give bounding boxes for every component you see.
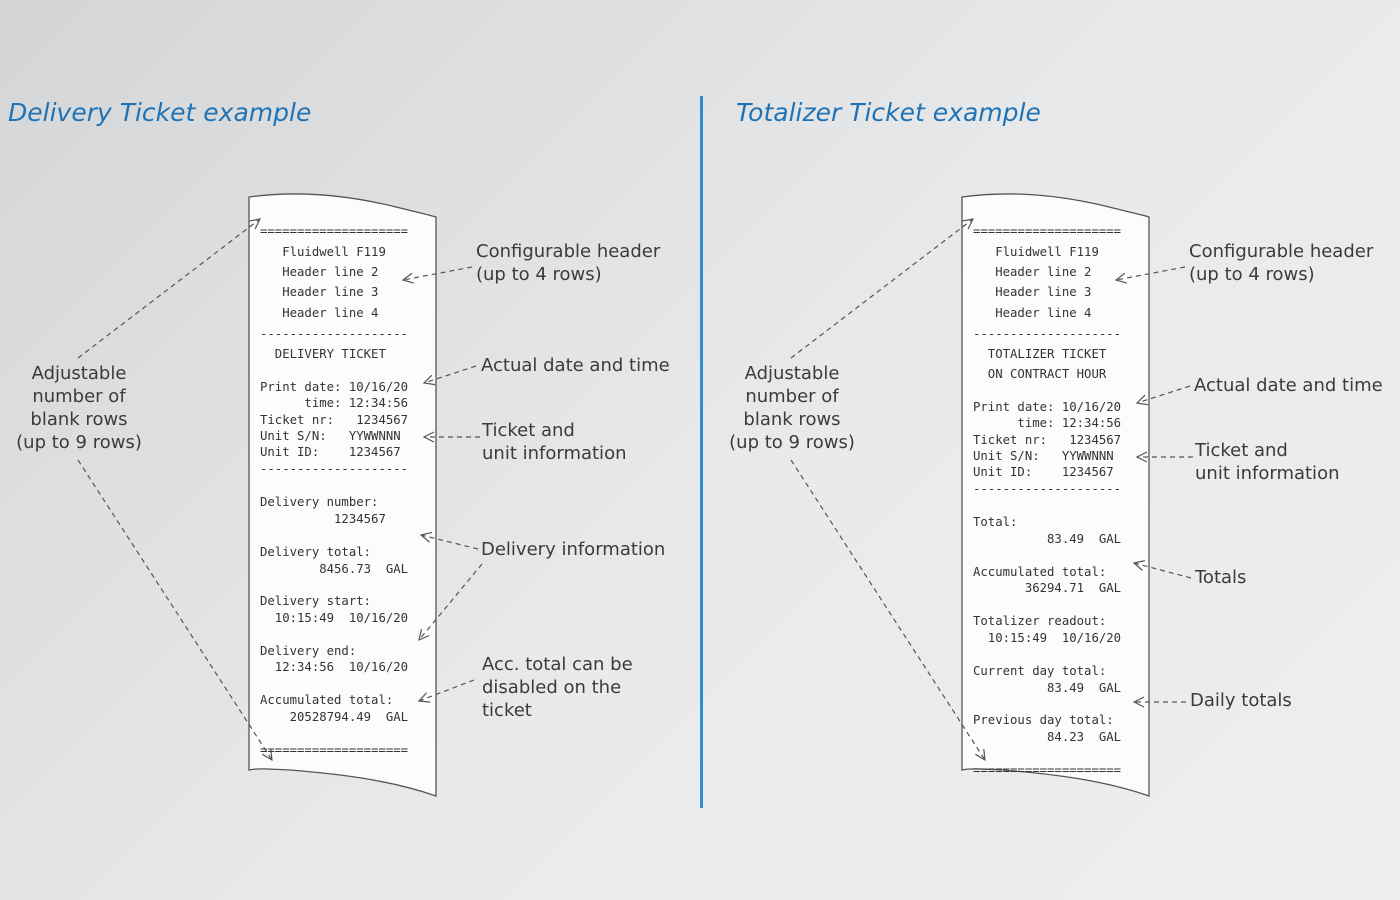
ticket-line: Current day total:: [973, 664, 1107, 678]
ticket-line: Fluidwell F119: [973, 245, 1099, 259]
ticket-line: 12:34:56 10/16/20: [260, 660, 409, 674]
ticket-line: Delivery number:: [260, 495, 379, 509]
ticket-line: DELIVERY TICKET: [260, 347, 386, 361]
ticket-line: Header line 4: [260, 306, 379, 320]
arrow-datetime-right: [1137, 385, 1191, 403]
ticket-line: Ticket nr: 1234567: [260, 413, 409, 427]
callout-daily-totals: Daily totals: [1190, 690, 1292, 711]
ticket-line: Delivery start:: [260, 594, 372, 608]
arrow-delivery-info-left-1: [421, 535, 479, 550]
ticket-line: Unit ID: 1234567: [973, 465, 1114, 479]
ticket-line: Header line 3: [260, 285, 379, 299]
arrow-header-left: [403, 266, 473, 280]
ticket-line: time: 12:34:56: [973, 416, 1122, 430]
arrow-blank-rows-top-left: [77, 219, 260, 359]
totalizer-ticket-paper: [961, 193, 1150, 797]
callout-delivery-info: Delivery information: [481, 539, 666, 560]
callout-configurable-header: Configurable header (up to 4 rows): [1189, 241, 1374, 285]
ticket-line: ====================: [973, 763, 1122, 777]
callout-blank-rows: Adjustable number of blank rows (up to 9…: [729, 363, 855, 453]
ticket-line: ON CONTRACT HOUR: [973, 367, 1107, 381]
ticket-line: Total:: [973, 515, 1018, 529]
ticket-line: Accumulated total:: [973, 565, 1107, 579]
ticket-line: ====================: [260, 743, 409, 757]
arrow-totals-right: [1134, 563, 1192, 579]
callout-ticket-unit-info: Ticket and unit information: [482, 420, 627, 464]
ticket-line: ====================: [973, 224, 1122, 238]
arrow-acc-total-left: [419, 679, 475, 701]
ticket-line: Print date: 10/16/20: [973, 400, 1122, 414]
callout-ticket-unit-info: Ticket and unit information: [1195, 440, 1340, 484]
totalizer-ticket-title: Totalizer Ticket example: [736, 98, 1041, 127]
ticket-line: Accumulated total:: [260, 693, 394, 707]
arrow-blank-rows-bottom-right: [790, 459, 985, 760]
ticket-line: Header line 2: [260, 265, 379, 279]
ticket-line: Print date: 10/16/20: [260, 380, 409, 394]
arrow-header-right: [1116, 266, 1186, 280]
arrow-blank-rows-bottom-left: [77, 459, 272, 760]
arrow-blank-rows-top-right: [790, 219, 973, 359]
ticket-line: ====================: [260, 224, 409, 238]
ticket-line: Totalizer readout:: [973, 614, 1107, 628]
ticket-line: Fluidwell F119: [260, 245, 386, 259]
ticket-line: 8456.73 GAL: [260, 562, 409, 576]
callout-acc-total: Acc. total can be disabled on the ticket: [482, 654, 633, 721]
arrow-delivery-info-left-2: [419, 563, 483, 640]
ticket-line: --------------------: [260, 462, 409, 476]
callout-blank-rows: Adjustable number of blank rows (up to 9…: [16, 363, 142, 453]
delivery-ticket-title: Delivery Ticket example: [8, 98, 312, 127]
ticket-line: Delivery total:: [260, 545, 372, 559]
ticket-line: 20528794.49 GAL: [260, 710, 409, 724]
ticket-line: 36294.71 GAL: [973, 581, 1122, 595]
ticket-line: 10:15:49 10/16/20: [973, 631, 1122, 645]
ticket-line: --------------------: [973, 482, 1122, 496]
callout-date-time: Actual date and time: [1194, 375, 1383, 396]
callout-totals: Totals: [1195, 567, 1247, 588]
ticket-line: TOTALIZER TICKET: [973, 347, 1107, 361]
ticket-line: 10:15:49 10/16/20: [260, 611, 409, 625]
ticket-line: time: 12:34:56: [260, 396, 409, 410]
ticket-line: --------------------: [973, 327, 1122, 341]
ticket-line: Header line 3: [973, 285, 1092, 299]
arrow-datetime-left: [424, 365, 477, 383]
ticket-line: 1234567: [260, 512, 386, 526]
ticket-line: Previous day total:: [973, 713, 1114, 727]
callout-configurable-header: Configurable header (up to 4 rows): [476, 241, 661, 285]
ticket-line: 83.49 GAL: [973, 532, 1122, 546]
ticket-line: Header line 4: [973, 306, 1092, 320]
ticket-line: --------------------: [260, 327, 409, 341]
ticket-line: Header line 2: [973, 265, 1092, 279]
ticket-line: Unit S/N: YYWWNNN: [973, 449, 1114, 463]
callout-date-time: Actual date and time: [481, 355, 670, 376]
ticket-line: Unit S/N: YYWWNNN: [260, 429, 401, 443]
ticket-line: 84.23 GAL: [973, 730, 1122, 744]
delivery-ticket-paper: [248, 193, 437, 797]
ticket-line: Unit ID: 1234567: [260, 445, 401, 459]
panel-divider: [700, 96, 703, 808]
ticket-line: Ticket nr: 1234567: [973, 433, 1122, 447]
ticket-line: 83.49 GAL: [973, 681, 1122, 695]
ticket-line: Delivery end:: [260, 644, 357, 658]
